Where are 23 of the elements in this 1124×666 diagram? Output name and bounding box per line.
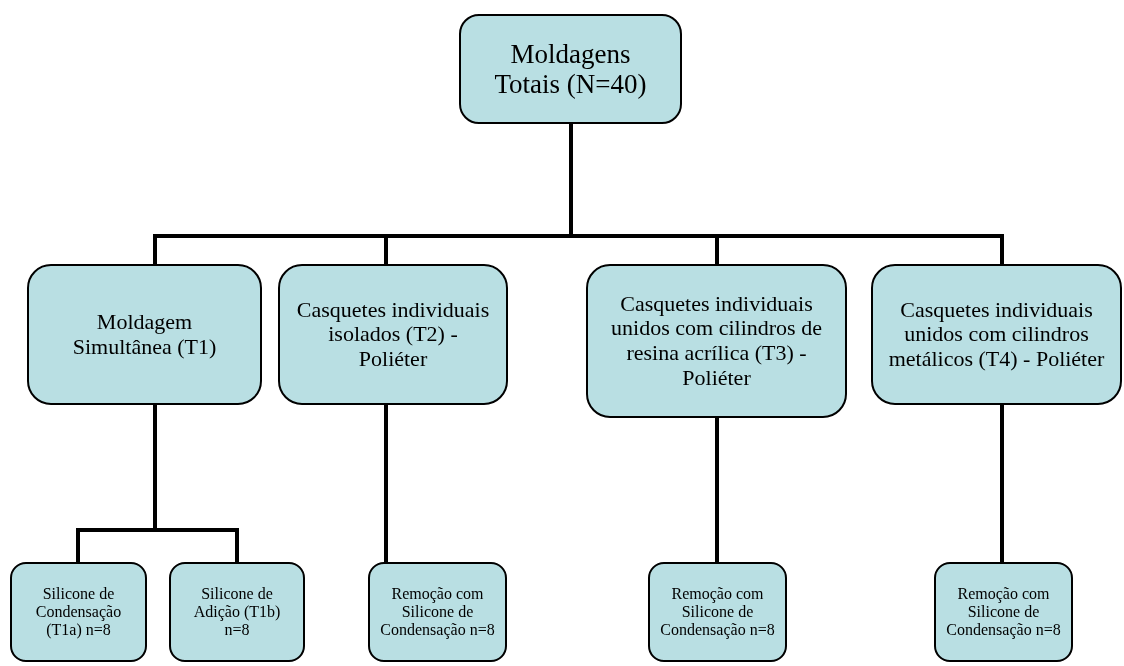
process-box bbox=[278, 264, 508, 405]
process-box bbox=[27, 264, 262, 405]
box-text: Remoção com Silicone de Condensação n=8 bbox=[660, 585, 775, 639]
box-text: Silicone de Condensação (T1a) n=8 bbox=[34, 585, 123, 639]
process-box bbox=[586, 264, 847, 418]
process-box bbox=[10, 562, 147, 662]
box-text: Moldagem Simultânea (T1) bbox=[71, 309, 218, 360]
box-text: Casquetes individuais isolados (T2) - Poliéter bbox=[295, 297, 491, 372]
box-text: Remoção com Silicone de Condensação n=8 bbox=[946, 585, 1061, 639]
process-box bbox=[871, 264, 1122, 405]
process-box bbox=[459, 14, 682, 124]
process-box bbox=[368, 562, 507, 662]
connector-line bbox=[384, 405, 388, 562]
box-text: Moldagens Totais (N=40) bbox=[493, 38, 648, 100]
process-box bbox=[648, 562, 787, 662]
box-text: Remoção com Silicone de Condensação n=8 bbox=[380, 585, 495, 639]
process-box bbox=[169, 562, 305, 662]
box-text: Silicone de Adição (T1b) n=8 bbox=[192, 585, 282, 639]
connector-line bbox=[1000, 405, 1004, 562]
box-text: Casquetes individuais unidos com cilindros de resina acrílica (T3) - Poliéter bbox=[610, 291, 823, 391]
process-box bbox=[934, 562, 1073, 662]
connector-line bbox=[715, 418, 719, 562]
box-text: Casquetes individuais unidos com cilindros metálicos (T4) - Poliéter bbox=[887, 297, 1106, 372]
